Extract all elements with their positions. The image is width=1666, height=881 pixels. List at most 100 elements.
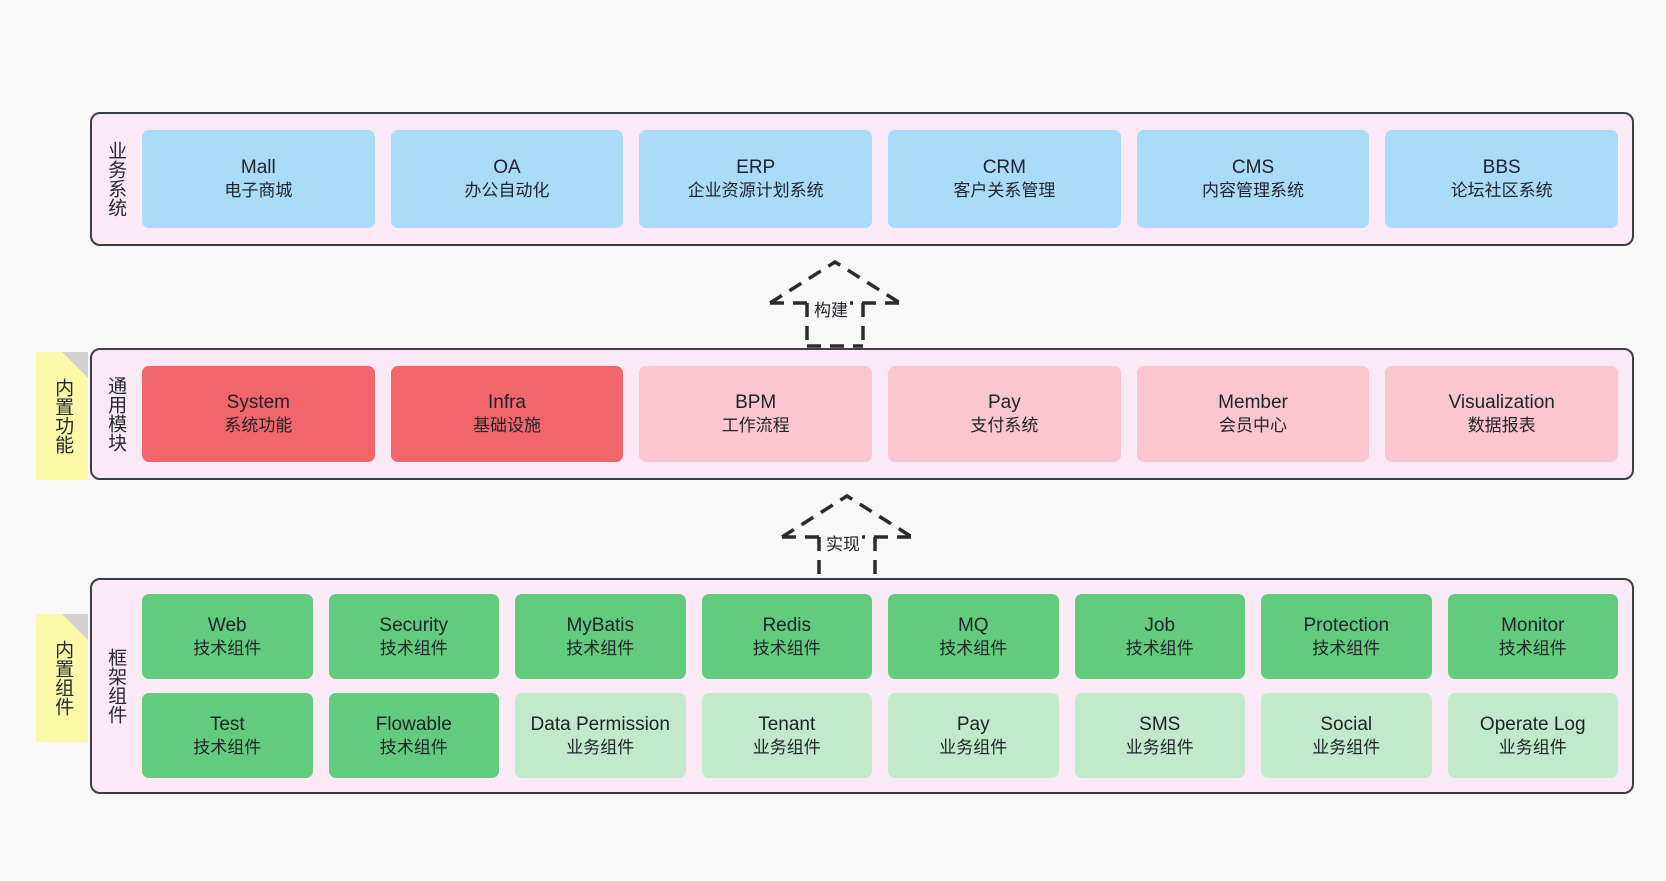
module-subtitle: 数据报表 <box>1467 416 1536 436</box>
module-box-web[interactable]: Web 技术组件 <box>142 594 313 679</box>
module-subtitle: 技术组件 <box>1312 638 1381 658</box>
module-subtitle: 业务组件 <box>1312 737 1381 757</box>
arrow-label-implement: 实现 <box>824 530 862 555</box>
module-box-mq[interactable]: MQ 技术组件 <box>888 594 1059 679</box>
layer-title-common-module: 通用模块 <box>105 376 127 452</box>
module-subtitle: 技术组件 <box>379 638 448 658</box>
module-subtitle: 工作流程 <box>721 416 790 436</box>
module-subtitle: 客户关系管理 <box>953 181 1056 201</box>
module-box-bbs[interactable]: BBS 论坛社区系统 <box>1385 130 1619 228</box>
module-box-monitor[interactable]: Monitor 技术组件 <box>1447 594 1618 679</box>
module-box-pay[interactable]: Pay 支付系统 <box>888 366 1121 462</box>
module-box-visualization[interactable]: Visualization 数据报表 <box>1385 366 1619 462</box>
module-name: Web <box>207 614 247 636</box>
module-box-cms[interactable]: CMS 内容管理系统 <box>1136 130 1370 228</box>
inheritance-arrow-implement: 实现 <box>772 492 922 582</box>
module-subtitle: 业务组件 <box>752 737 821 757</box>
module-name: Visualization <box>1448 392 1555 414</box>
module-subtitle: 技术组件 <box>752 638 821 658</box>
module-box-member[interactable]: Member 会员中心 <box>1136 366 1370 462</box>
arrow-label-build: 构建 <box>812 296 850 321</box>
module-name: Tenant <box>758 713 816 735</box>
module-name: Mall <box>240 157 276 179</box>
module-box-sms[interactable]: SMS 业务组件 <box>1074 693 1245 778</box>
layer-title-business-system: 业务系统 <box>105 141 127 217</box>
module-name: Pay <box>956 713 990 735</box>
module-box-redis[interactable]: Redis 技术组件 <box>701 594 872 679</box>
module-box-job[interactable]: Job 技术组件 <box>1074 594 1245 679</box>
layer-framework-component: 框架组件 Web 技术组件 Security 技术组件 MyBatis 技术组件… <box>90 578 1634 794</box>
module-name: Test <box>209 713 245 735</box>
module-box-operate-log[interactable]: Operate Log 业务组件 <box>1447 693 1618 778</box>
module-name: Data Permission <box>530 713 670 735</box>
module-box-crm[interactable]: CRM 客户关系管理 <box>888 130 1121 228</box>
module-subtitle: 业务组件 <box>1498 737 1567 757</box>
module-subtitle: 电子商城 <box>224 181 293 201</box>
module-name: Security <box>379 614 449 636</box>
module-box-flowable[interactable]: Flowable 技术组件 <box>328 693 499 778</box>
module-box-erp[interactable]: ERP 企业资源计划系统 <box>639 130 873 228</box>
module-subtitle: 办公自动化 <box>464 181 550 201</box>
module-subtitle: 业务组件 <box>1125 737 1194 757</box>
module-name: Operate Log <box>1479 713 1586 735</box>
module-box-test[interactable]: Test 技术组件 <box>142 693 313 778</box>
module-box-tenant[interactable]: Tenant 业务组件 <box>701 693 872 778</box>
module-name: Monitor <box>1501 614 1565 636</box>
module-box-pay-component[interactable]: Pay 业务组件 <box>888 693 1059 778</box>
module-subtitle: 技术组件 <box>1125 638 1194 658</box>
module-subtitle: 企业资源计划系统 <box>687 181 824 201</box>
module-box-system[interactable]: System 系统功能 <box>142 366 375 462</box>
module-name: Member <box>1218 392 1288 414</box>
sticky-note-builtin-feature: 内置功能 <box>36 352 88 480</box>
sticky-note-builtin-component: 内置组件 <box>36 614 88 742</box>
module-box-oa[interactable]: OA 办公自动化 <box>390 130 624 228</box>
business-system-box-row: Mall 电子商城 OA 办公自动化 ERP 企业资源计划系统 CRM 客户关系… <box>138 114 1632 244</box>
module-subtitle: 系统功能 <box>224 416 293 436</box>
module-subtitle: 基础设施 <box>473 416 541 436</box>
module-box-mall[interactable]: Mall 电子商城 <box>142 130 375 228</box>
module-box-bpm[interactable]: BPM 工作流程 <box>639 366 873 462</box>
module-subtitle: 支付系统 <box>970 416 1039 436</box>
sticky-note-label: 内置组件 <box>52 640 74 716</box>
module-box-data-permission[interactable]: Data Permission 业务组件 <box>515 693 686 778</box>
module-name: OA <box>493 157 521 179</box>
framework-business-row: Test 技术组件 Flowable 技术组件 Data Permission … <box>142 693 1618 778</box>
common-module-box-row: System 系统功能 Infra 基础设施 BPM 工作流程 Pay 支付系统… <box>138 350 1632 478</box>
layer-common-module: 通用模块 System 系统功能 Infra 基础设施 BPM 工作流程 Pay… <box>90 348 1634 480</box>
module-box-mybatis[interactable]: MyBatis 技术组件 <box>515 594 686 679</box>
module-name: MQ <box>957 614 989 636</box>
module-subtitle: 论坛社区系统 <box>1450 181 1553 201</box>
layer-title-framework-component: 框架组件 <box>105 648 127 724</box>
module-box-protection[interactable]: Protection 技术组件 <box>1261 594 1432 679</box>
module-name: ERP <box>736 157 776 179</box>
module-name: Flowable <box>375 713 452 735</box>
layer-business-system: 业务系统 Mall 电子商城 OA 办公自动化 ERP 企业资源计划系统 CRM… <box>90 112 1634 246</box>
module-subtitle: 技术组件 <box>193 737 262 757</box>
module-name: CRM <box>982 157 1026 179</box>
module-subtitle: 内容管理系统 <box>1202 181 1305 201</box>
module-name: Infra <box>487 392 527 414</box>
module-subtitle: 业务组件 <box>939 737 1008 757</box>
module-subtitle: 技术组件 <box>566 638 635 658</box>
sticky-note-label: 内置功能 <box>52 378 74 454</box>
module-subtitle: 技术组件 <box>193 638 262 658</box>
module-name: CMS <box>1231 157 1275 179</box>
module-name: Social <box>1320 713 1373 735</box>
module-name: Protection <box>1303 614 1390 636</box>
module-name: Job <box>1144 614 1176 636</box>
module-subtitle: 技术组件 <box>379 737 448 757</box>
module-subtitle: 会员中心 <box>1219 416 1288 436</box>
module-name: BPM <box>735 392 777 414</box>
framework-tech-row: Web 技术组件 Security 技术组件 MyBatis 技术组件 Redi… <box>142 594 1618 679</box>
module-name: MyBatis <box>566 614 635 636</box>
module-subtitle: 技术组件 <box>939 638 1008 658</box>
module-box-infra[interactable]: Infra 基础设施 <box>390 366 624 462</box>
module-box-social[interactable]: Social 业务组件 <box>1261 693 1432 778</box>
module-subtitle: 技术组件 <box>1498 638 1567 658</box>
inheritance-arrow-build: 构建 <box>760 258 910 348</box>
module-name: Redis <box>762 614 812 636</box>
framework-component-grid: Web 技术组件 Security 技术组件 MyBatis 技术组件 Redi… <box>138 580 1632 792</box>
module-box-security[interactable]: Security 技术组件 <box>328 594 499 679</box>
module-subtitle: 业务组件 <box>566 737 635 757</box>
